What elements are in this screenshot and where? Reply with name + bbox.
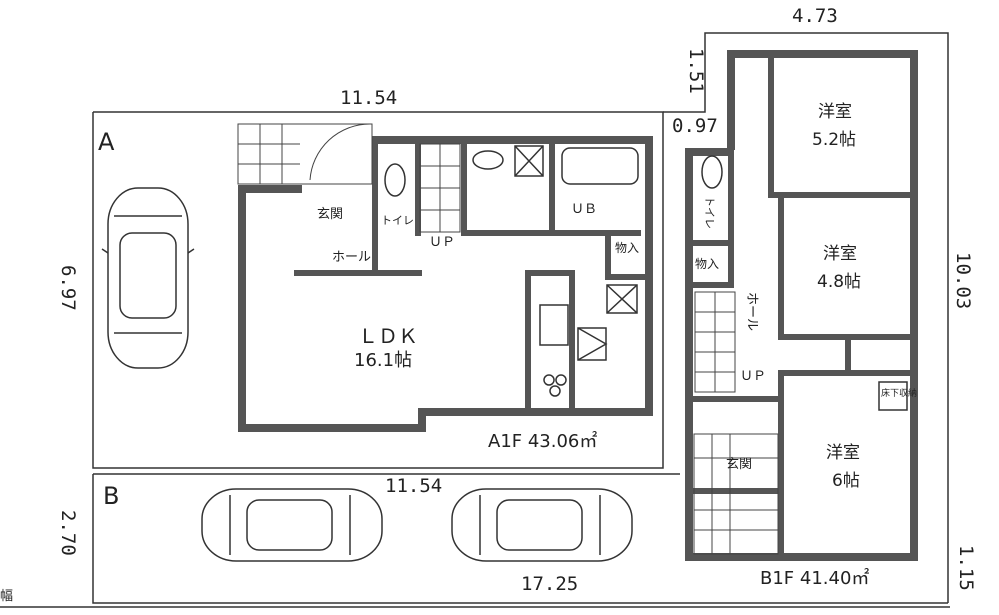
car-icon-b2 xyxy=(451,488,633,562)
storage-a-label: 物入 xyxy=(615,241,639,255)
car-icon-a xyxy=(101,187,195,369)
hall-a-label: ホール xyxy=(332,250,371,265)
entry-tiles xyxy=(237,123,373,185)
stairs-a xyxy=(419,143,461,233)
ldk-size: 16.1帖 xyxy=(354,350,412,371)
room3-size: 6帖 xyxy=(832,471,860,491)
car-icon-b1 xyxy=(201,488,383,562)
floor-area-a: A1F 43.06㎡ xyxy=(488,430,597,452)
dim-top-b: 11.54 xyxy=(385,475,442,497)
kitchen-sink-icon xyxy=(539,304,569,346)
room2-label: 洋室 xyxy=(823,244,857,264)
genkan-a-label: 玄関 xyxy=(317,207,343,222)
room1-size: 5.2帖 xyxy=(812,130,856,150)
underfloor-storage-icon xyxy=(878,381,908,411)
underfloor-label: 床下収納 xyxy=(881,387,917,399)
dim-corner: 1.15 xyxy=(955,545,977,591)
stairs-b xyxy=(694,291,736,393)
dim-top-a: 11.54 xyxy=(340,87,397,109)
washer-icon xyxy=(514,145,544,177)
up-b-label: ＵＰ xyxy=(740,369,766,384)
ldk-label: ＬＤＫ xyxy=(358,324,418,348)
lot-b-label: B xyxy=(103,482,119,510)
floor-area-b: B1F 41.40㎡ xyxy=(760,567,869,589)
lot-b-boundary xyxy=(92,474,948,604)
lot-a-boundary xyxy=(92,111,664,469)
dishwasher-icon xyxy=(577,327,607,361)
ub-label: ＵＢ xyxy=(571,202,597,217)
room1-label: 洋室 xyxy=(818,102,852,122)
sink-icon xyxy=(472,150,504,170)
dim-side-a: 6.97 xyxy=(57,265,79,311)
toilet-a-label: トイレ xyxy=(381,214,414,227)
up-a-label: ＵＰ xyxy=(429,235,455,250)
hall-b-label: ホール xyxy=(744,292,759,331)
lot-a-label: A xyxy=(98,128,115,156)
toilet-icon-a xyxy=(384,163,406,197)
dim-right: 10.03 xyxy=(952,252,974,309)
fridge-icon xyxy=(606,284,638,314)
genkan-b-label: 玄関 xyxy=(726,457,752,472)
toilet-b-label: トイレ xyxy=(703,196,716,229)
storage-b-label: 物入 xyxy=(695,257,719,271)
toilet-icon-b xyxy=(701,155,723,189)
dim-notch-v: 1.51 xyxy=(685,48,707,94)
house-a: 玄関 トイレ ホール ＵＢ ＵＰ 物入 ＬＤＫ 16.1帖 A1F 43.06㎡ xyxy=(237,123,653,452)
house-b: 洋室 5.2帖 洋室 4.8帖 洋室 6帖 トイレ 物入 ホール ＵＰ 玄関 床… xyxy=(685,50,918,589)
stove-icon xyxy=(543,374,555,386)
room2-size: 4.8帖 xyxy=(817,272,861,292)
lot-boundaries xyxy=(0,32,950,608)
dimension-labels: 11.54 4.73 0.97 11.54 17.25 6.97 2.70 1.… xyxy=(0,5,977,604)
dim-notch-h: 0.97 xyxy=(672,115,718,137)
dim-bottom-b: 17.25 xyxy=(521,573,578,595)
dim-top-right: 4.73 xyxy=(792,5,838,27)
lot-right-boundary xyxy=(663,32,949,603)
bathtub-icon xyxy=(561,147,639,185)
room3-label: 洋室 xyxy=(826,443,860,463)
dim-side-b: 2.70 xyxy=(57,510,79,556)
edge-mark: 幅 xyxy=(0,589,13,604)
entry-tiles-b xyxy=(693,433,779,555)
